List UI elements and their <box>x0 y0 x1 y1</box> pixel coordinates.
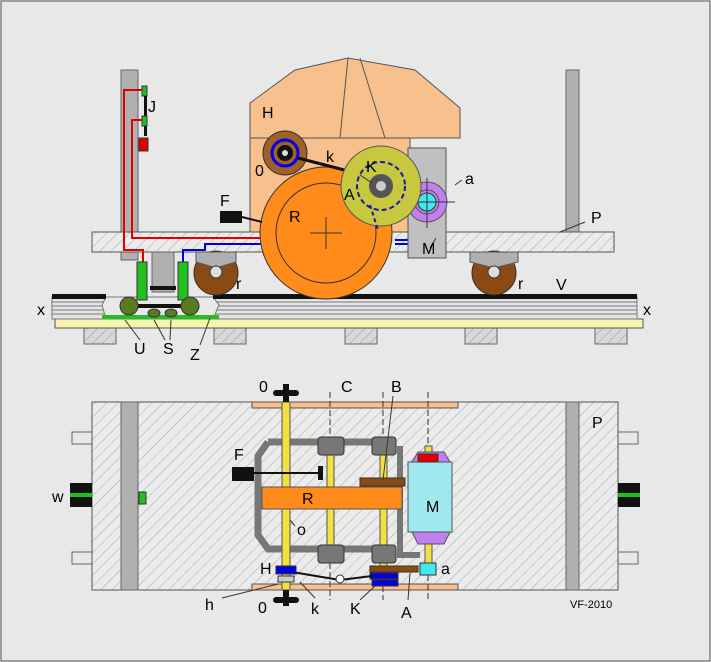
label-V: V <box>556 277 567 294</box>
label-M-side: M <box>422 241 435 258</box>
connector-w-left <box>70 483 92 507</box>
label-J: J <box>148 99 156 116</box>
label-B: B <box>391 379 402 396</box>
label-H-top: H <box>260 561 272 578</box>
label-w: w <box>51 489 64 506</box>
top-view: 0 C B P F w R M o H a h 0 k K A VF-2010 <box>51 379 640 622</box>
label-r-right: r <box>518 276 524 293</box>
label-A-side: A <box>344 187 355 204</box>
wheel-right <box>469 250 519 296</box>
contact-green <box>138 491 147 505</box>
pinion-a-top <box>419 562 437 576</box>
base-plate <box>54 318 644 329</box>
left-post-top <box>120 401 139 591</box>
side-view: J H 0 k K A a F R P M r r V x x U S Z <box>37 57 651 364</box>
label-K-top: K <box>350 601 361 618</box>
bearing-blocks <box>317 436 397 564</box>
blue-wire <box>182 243 262 262</box>
brake-F <box>220 211 242 223</box>
red-wire <box>123 89 144 262</box>
gear-K <box>340 145 422 231</box>
credit-text: VF-2010 <box>570 599 612 611</box>
knob-zero-top <box>273 384 299 402</box>
label-k-top: k <box>311 601 320 618</box>
label-a-top: a <box>441 561 450 578</box>
bearing-strip-bottom <box>251 583 459 591</box>
pickup-insulator-left <box>136 261 148 301</box>
label-x-left: x <box>37 302 45 319</box>
label-A-top: A <box>401 605 412 622</box>
label-R-top: R <box>302 491 314 508</box>
pickup-block <box>151 251 175 293</box>
top-leader-lines <box>221 392 429 601</box>
switch-contact-top <box>141 85 148 97</box>
label-zero-top: 0 <box>259 379 268 396</box>
label-S: S <box>163 341 174 358</box>
contact-strip <box>102 315 219 319</box>
label-h: h <box>205 597 214 614</box>
shoe-roller-left <box>119 296 139 316</box>
label-a-side: a <box>465 171 474 188</box>
label-k-side: k <box>326 149 335 166</box>
right-post <box>565 69 580 233</box>
bearing-strip-top <box>251 401 459 409</box>
arm-k <box>297 156 353 174</box>
body-housing <box>249 57 461 139</box>
lever-brown <box>359 477 406 487</box>
rail-left <box>52 294 106 299</box>
reel-H <box>262 130 308 176</box>
arm-k-top <box>291 571 341 581</box>
side-tabs <box>71 431 639 565</box>
switch-red-tip <box>138 137 149 152</box>
left-post <box>120 69 139 261</box>
motor-M <box>407 451 453 545</box>
gear-K-top <box>369 572 399 580</box>
connector-w-right <box>618 483 640 507</box>
shoe-roller-right <box>180 296 200 316</box>
label-U: U <box>134 341 146 358</box>
label-zero-side: 0 <box>255 163 264 180</box>
wheel-left <box>193 250 239 296</box>
side-leader-lines <box>124 174 586 346</box>
label-C: C <box>341 379 353 396</box>
shoe-S-left <box>147 308 161 318</box>
arm-A-top <box>369 565 419 573</box>
sleepers <box>83 325 628 345</box>
reel-H-top <box>275 565 297 575</box>
shoe-S-right <box>164 308 178 318</box>
label-R-side: R <box>289 209 301 226</box>
label-P-side: P <box>591 210 602 227</box>
drum-R-top <box>261 486 403 510</box>
label-r-left: r <box>236 276 242 293</box>
label-M-top: M <box>426 499 439 516</box>
label-Z: Z <box>190 347 200 364</box>
label-F-top: F <box>234 447 244 464</box>
label-H-side: H <box>262 105 274 122</box>
label-P-top: P <box>592 415 603 432</box>
label-K-side: K <box>366 159 377 176</box>
label-x-right: x <box>643 302 651 319</box>
rail-right <box>213 294 637 299</box>
right-post-top <box>565 401 580 591</box>
label-zero-bottom: 0 <box>258 600 267 617</box>
label-F-side: F <box>220 193 230 210</box>
brake-F-top <box>232 467 254 481</box>
knob-zero-bottom <box>273 590 299 606</box>
label-o: o <box>297 522 306 539</box>
pickup-insulator-right <box>177 261 189 301</box>
